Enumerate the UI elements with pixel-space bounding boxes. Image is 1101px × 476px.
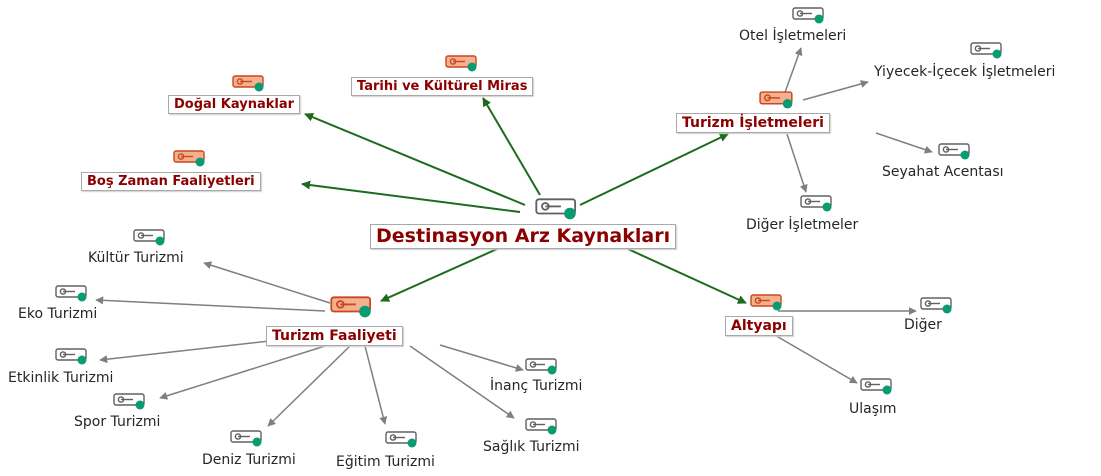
code-icon xyxy=(800,195,832,212)
code-icon xyxy=(938,143,970,160)
code-icon xyxy=(535,198,577,220)
edge-isletmeler-seyahat xyxy=(875,132,933,154)
edge-faaliyet-saglik xyxy=(409,345,515,419)
code-icon xyxy=(525,358,557,375)
code-icon xyxy=(385,431,417,448)
code-icon xyxy=(525,418,557,435)
edge-altyapi-ulasim xyxy=(772,333,858,384)
code-icon xyxy=(133,229,165,246)
edge-center-bos-zaman xyxy=(301,180,521,213)
leaf-diger-isletmeler[interactable]: Diğer İşletmeler xyxy=(746,217,859,233)
code-icon xyxy=(232,75,264,92)
leaf-yiyecek-icecek[interactable]: Yiyecek-İçecek İşletmeleri xyxy=(874,64,1056,80)
edge-isletmeler-yiyecek xyxy=(802,80,869,101)
edge-center-isletmeler xyxy=(579,133,729,206)
edge-center-tarihi xyxy=(482,97,541,196)
node-dogal-kaynaklar[interactable]: Doğal Kaynaklar xyxy=(168,95,301,114)
leaf-otel-isletmeleri[interactable]: Otel İşletmeleri xyxy=(739,28,847,44)
center-node-label[interactable]: Destinasyon Arz Kaynakları xyxy=(370,224,677,249)
edge-isletmeler-otel xyxy=(783,47,803,96)
leaf-kultur-turizmi[interactable]: Kültür Turizmi xyxy=(88,250,184,266)
code-icon xyxy=(330,296,372,318)
edge-isletmeler-diger xyxy=(786,133,808,193)
code-icon xyxy=(230,430,262,447)
code-icon xyxy=(750,294,782,311)
code-icon xyxy=(173,150,205,167)
edge-center-faaliyet xyxy=(380,248,498,302)
edge-faaliyet-kultur xyxy=(203,261,331,304)
leaf-eko-turizmi[interactable]: Eko Turizmi xyxy=(18,306,98,322)
edge-faaliyet-eko xyxy=(95,296,326,312)
code-icon xyxy=(792,7,824,24)
code-icon xyxy=(970,42,1002,59)
edge-center-dogal xyxy=(304,112,526,206)
code-icon xyxy=(55,348,87,365)
node-altyapi[interactable]: Altyapı xyxy=(725,316,793,336)
leaf-spor-turizmi[interactable]: Spor Turizmi xyxy=(74,414,161,430)
leaf-diger[interactable]: Diğer xyxy=(904,317,942,333)
leaf-seyahat-acentasi[interactable]: Seyahat Acentası xyxy=(882,164,1004,180)
leaf-inanc-turizmi[interactable]: İnanç Turizmi xyxy=(490,378,583,394)
edge-faaliyet-deniz xyxy=(267,345,351,427)
code-icon xyxy=(113,393,145,410)
leaf-etkinlik-turizmi[interactable]: Etkinlik Turizmi xyxy=(8,370,114,386)
edge-faaliyet-spor xyxy=(159,345,326,400)
leaf-saglik-turizmi[interactable]: Sağlık Turizmi xyxy=(483,439,580,455)
code-icon xyxy=(759,91,793,109)
code-icon xyxy=(445,55,477,72)
primary-edges xyxy=(301,97,747,304)
edge-faaliyet-inanc xyxy=(439,344,524,372)
leaf-egitim-turizmi[interactable]: Eğitim Turizmi xyxy=(336,454,435,470)
edge-faaliyet-egitim xyxy=(364,345,388,425)
node-turizm-isletmeleri[interactable]: Turizm İşletmeleri xyxy=(676,113,830,133)
edge-center-altyapi xyxy=(627,248,747,304)
leaf-deniz-turizmi[interactable]: Deniz Turizmi xyxy=(202,452,296,468)
leaf-ulasim[interactable]: Ulaşım xyxy=(849,401,897,417)
node-bos-zaman-faaliyetleri[interactable]: Boş Zaman Faaliyetleri xyxy=(81,172,261,191)
code-icon xyxy=(860,378,892,395)
secondary-edges xyxy=(95,47,933,427)
node-tarihi-kulturel-miras[interactable]: Tarihi ve Kültürel Miras xyxy=(351,77,534,96)
node-turizm-faaliyeti[interactable]: Turizm Faaliyeti xyxy=(266,326,403,346)
code-icon xyxy=(55,285,87,302)
code-icon xyxy=(920,297,952,314)
